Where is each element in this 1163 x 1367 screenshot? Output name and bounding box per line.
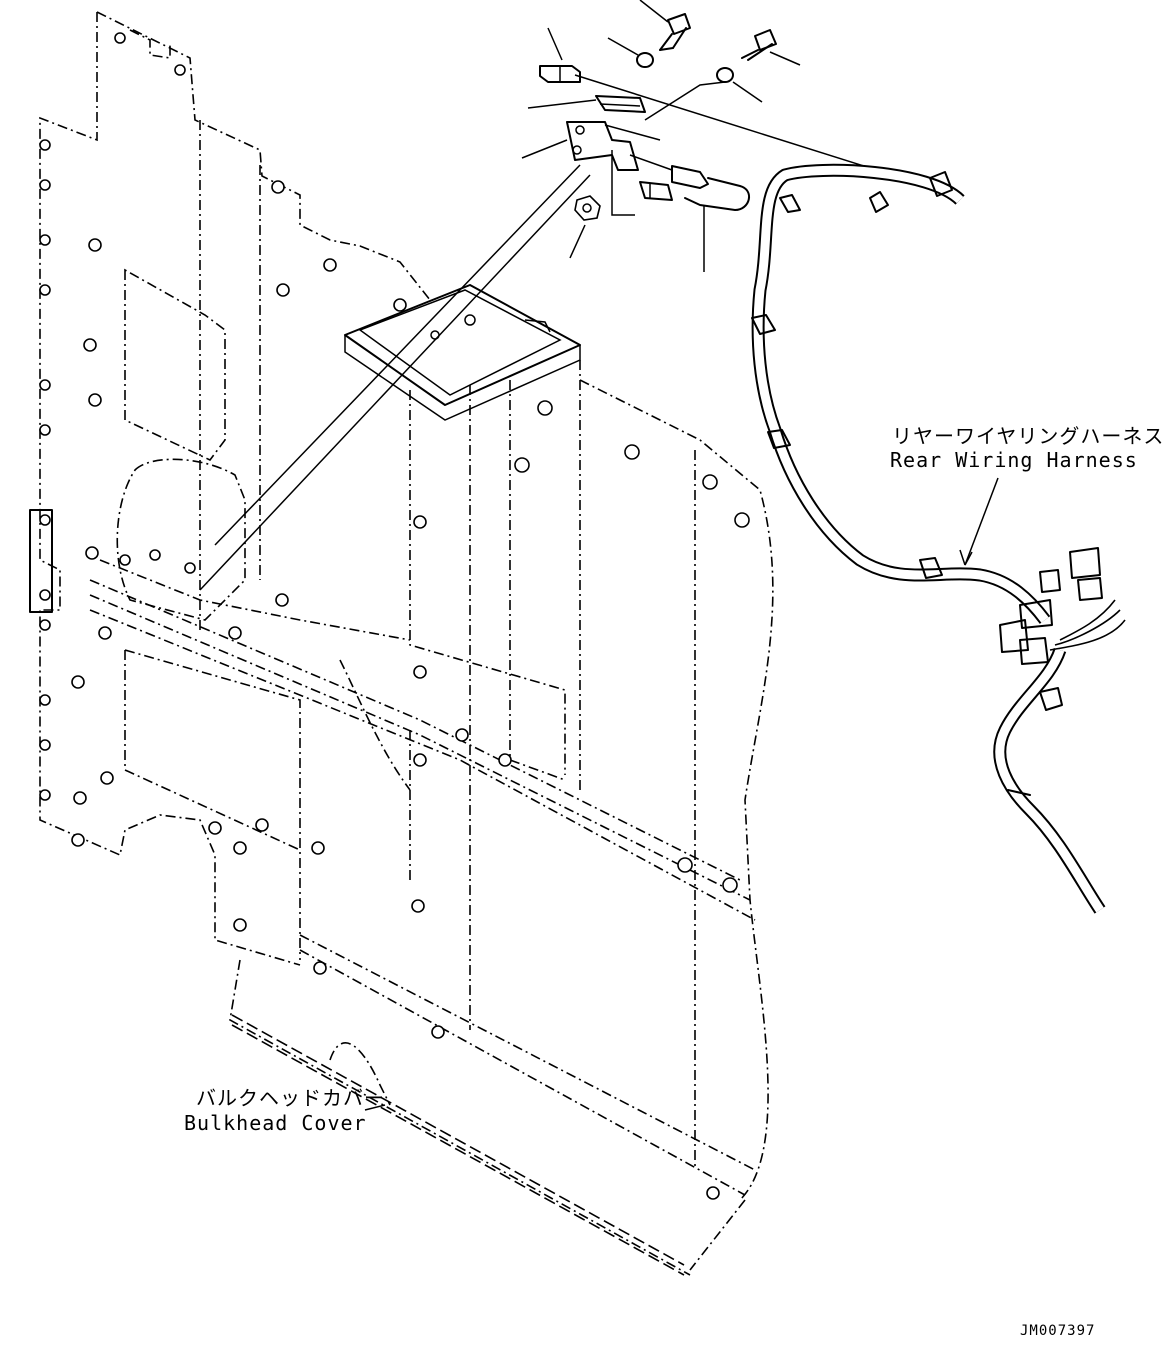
cover-leader-line (364, 1104, 386, 1111)
harness-label-jp: リヤーワイヤリングハーネス (892, 424, 1163, 448)
drawing-code: JM007397 (1020, 1323, 1096, 1339)
harness-leader-line (964, 477, 999, 566)
harness-leader-arrow (959, 549, 973, 566)
mounting-tray (344, 284, 581, 421)
harness-label-en: Rear Wiring Harness (890, 448, 1138, 472)
rear-wiring-harness (751, 163, 1126, 914)
sensor-bracket-hardware (199, 0, 941, 591)
left-frame-panel (29, 11, 431, 966)
cover-label-en: Bulkhead Cover (184, 1111, 367, 1135)
fastener-nuts (39, 32, 750, 1200)
cover-label-jp: バルクヘッドカバー (196, 1086, 385, 1110)
center-panels (89, 360, 774, 1276)
